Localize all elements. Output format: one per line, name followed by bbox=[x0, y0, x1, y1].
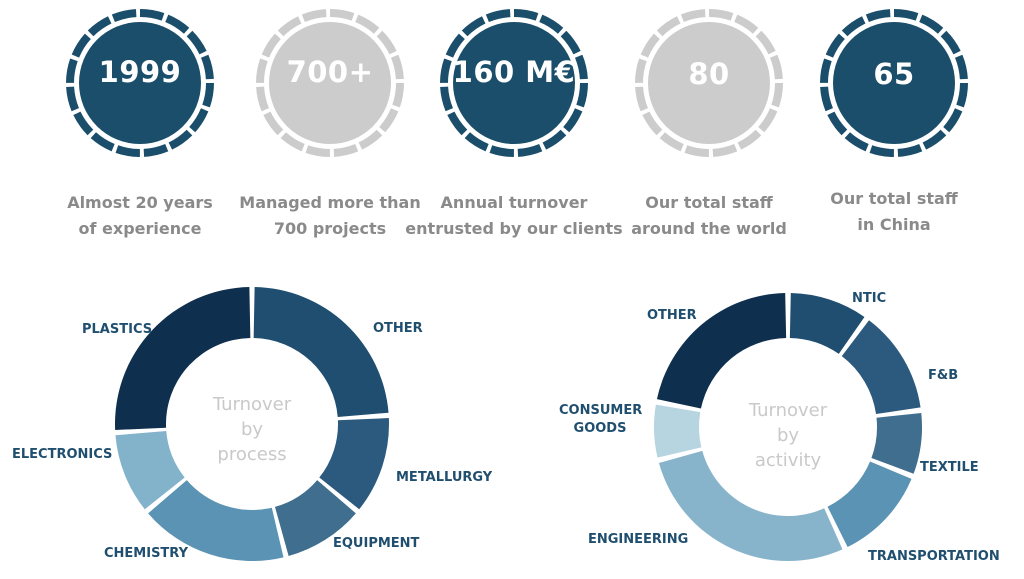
center-label-line: process bbox=[217, 444, 287, 465]
stat-ring-segments bbox=[820, 9, 968, 157]
label-other-activity: OTHER bbox=[647, 308, 697, 323]
stat-ring bbox=[820, 9, 968, 157]
center-label-line: by bbox=[240, 419, 264, 440]
stat-caption: Managed more than 700 projects bbox=[220, 190, 440, 242]
stat-ring-segments bbox=[440, 9, 588, 157]
donut-slice-textile bbox=[871, 412, 922, 474]
donut-slice-f-b bbox=[841, 320, 921, 414]
stat-disc bbox=[79, 22, 201, 144]
center-label-line: Turnover bbox=[748, 400, 828, 421]
stat-ring-segments bbox=[256, 9, 404, 157]
donut-slice-metallurgy bbox=[319, 418, 389, 510]
label-transportation: TRANSPORTATION bbox=[868, 549, 1000, 564]
label-ntic: NTIC bbox=[852, 291, 887, 306]
label-electronics: ELECTRONICS bbox=[12, 447, 113, 462]
donut-svg-process bbox=[115, 287, 389, 561]
stat-caption-line2: entrusted by our clients bbox=[405, 219, 623, 238]
donut-slice-other bbox=[253, 287, 389, 417]
label-fb: F&B bbox=[928, 368, 959, 383]
stat-value: 700+ bbox=[286, 55, 374, 89]
donut-slice-electronics bbox=[115, 431, 185, 510]
stat-caption-line1: Our total staff bbox=[830, 189, 958, 208]
stat-staff-china: 65 Our total staff in China bbox=[794, 0, 994, 250]
stat-caption-line2: of experience bbox=[78, 219, 202, 238]
stat-value: 65 bbox=[873, 57, 915, 91]
center-label-line: by bbox=[776, 425, 800, 446]
stat-value: 160 M€ bbox=[452, 55, 576, 89]
stat-caption-line2: around the world bbox=[631, 219, 787, 238]
stat-ring-segments bbox=[635, 9, 783, 157]
stat-disc bbox=[269, 22, 391, 144]
donut-center-label: Turnover by process bbox=[182, 392, 322, 467]
donut-slice-consumer-goods bbox=[654, 404, 702, 458]
stat-caption: Our total staff around the world bbox=[599, 190, 819, 242]
donut-slice-other bbox=[656, 293, 787, 409]
stat-projects: 700+ Managed more than 700 projects bbox=[230, 0, 430, 250]
stat-caption: Almost 20 years of experience bbox=[30, 190, 250, 242]
stat-turnover: 160 M€ Annual turnover entrusted by our … bbox=[405, 0, 623, 250]
stat-caption-line1: Managed more than bbox=[239, 193, 421, 212]
label-metallurgy: METALLURGY bbox=[396, 470, 493, 485]
donut-slice-transportation bbox=[827, 461, 912, 548]
stat-ring bbox=[256, 9, 404, 157]
label-plastics: PLASTICS bbox=[82, 322, 153, 337]
stat-value: 80 bbox=[688, 57, 730, 91]
stat-ring bbox=[635, 9, 783, 157]
donut-slice-chemistry bbox=[148, 480, 284, 561]
label-engineering: ENGINEERING bbox=[588, 532, 689, 547]
stat-disc bbox=[453, 22, 575, 144]
center-label-line: activity bbox=[754, 450, 822, 471]
stat-years: 1999 Almost 20 years of experience bbox=[40, 0, 240, 250]
stat-staff-world: 80 Our total staff around the world bbox=[609, 0, 809, 250]
donut-slice-equipment bbox=[274, 480, 356, 557]
stat-caption-line1: Our total staff bbox=[645, 193, 773, 212]
stat-ring bbox=[66, 9, 214, 157]
label-equipment: EQUIPMENT bbox=[333, 536, 420, 551]
stat-caption: Annual turnover entrusted by our clients bbox=[404, 190, 624, 242]
stat-caption-line2: in China bbox=[857, 215, 931, 234]
donut-center-label: Turnover by activity bbox=[718, 398, 858, 473]
stat-caption-line2: 700 projects bbox=[273, 219, 387, 238]
stat-value: 1999 bbox=[98, 55, 182, 89]
label-consumer-goods: CONSUMER GOODS bbox=[559, 403, 643, 436]
stat-caption-line1: Annual turnover bbox=[440, 193, 588, 212]
donut-slice-ntic bbox=[789, 293, 865, 354]
label-textile: TEXTILE bbox=[920, 460, 979, 475]
donut-slice-plastics bbox=[115, 287, 251, 430]
donut-slice-engineering bbox=[658, 450, 843, 561]
stat-ring-segments bbox=[66, 9, 214, 157]
stat-disc bbox=[833, 22, 955, 144]
label-chemistry: CHEMISTRY bbox=[104, 546, 189, 561]
stat-ring bbox=[440, 9, 588, 157]
label-other: OTHER bbox=[373, 321, 423, 336]
donut-svg-activity bbox=[654, 293, 922, 561]
donut-chart-activity: Turnover by activity bbox=[650, 289, 926, 565]
stat-disc bbox=[648, 22, 770, 144]
stat-caption: Our total staff in China bbox=[784, 186, 1004, 238]
donut-chart-process: Turnover by process bbox=[102, 274, 402, 574]
stat-caption-line1: Almost 20 years bbox=[67, 193, 213, 212]
center-label-line: Turnover bbox=[212, 394, 292, 415]
